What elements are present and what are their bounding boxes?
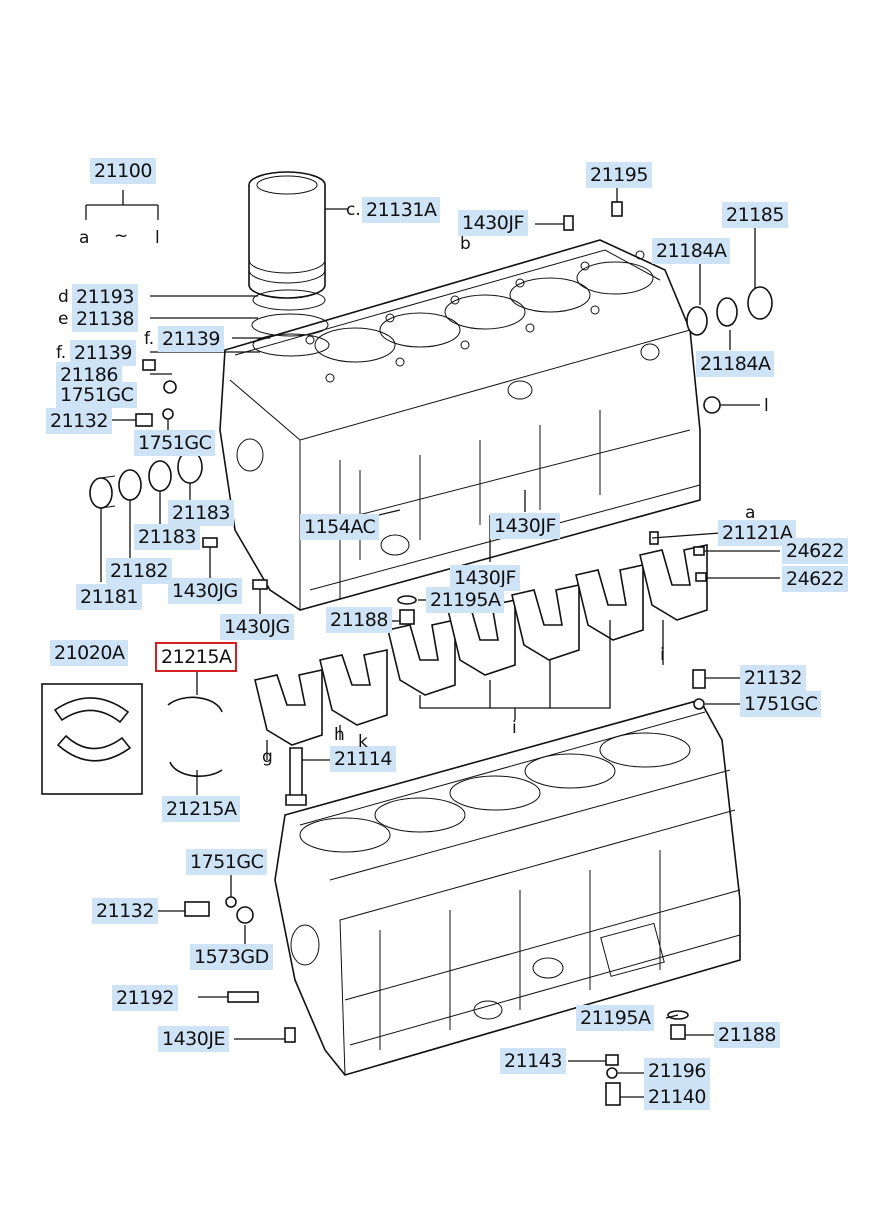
part-label-1430jg-b[interactable]: 1430JG [220,614,294,640]
ref-letter-d: d [58,287,69,307]
part-label-21132-b[interactable]: 21132 [740,665,806,691]
part-label-21195[interactable]: 21195 [586,162,652,188]
part-label-21193[interactable]: 21193 [72,284,138,310]
ref-letter-tilde: ~ [114,226,129,246]
part-label-21182[interactable]: 21182 [106,558,172,584]
part-label-21100[interactable]: 21100 [90,158,156,184]
bearing-shell-box [41,683,143,795]
part-label-1573gd[interactable]: 1573GD [190,944,273,970]
ref-letter-h: h [334,725,345,745]
part-label-21188-a[interactable]: 21188 [326,607,392,633]
part-label-1154ac[interactable]: 1154AC [300,514,380,540]
part-label-21195a-b[interactable]: 21195A [576,1005,655,1031]
part-label-21020a[interactable]: 21020A [50,640,129,666]
part-label-21195a-a[interactable]: 21195A [426,587,505,613]
part-label-24622-a[interactable]: 24622 [782,538,848,564]
part-label-1430jf-a[interactable]: 1430JF [458,210,528,236]
part-label-21139-lower[interactable]: 21139 [70,340,136,366]
part-label-21215a[interactable]: 21215A [162,796,241,822]
part-label-21114[interactable]: 21114 [330,746,396,772]
part-label-21181[interactable]: 21181 [76,584,142,610]
part-label-21143[interactable]: 21143 [500,1048,566,1074]
part-label-21183-b[interactable]: 21183 [134,524,200,550]
ref-letter-e: e [58,309,69,329]
part-label-21140[interactable]: 21140 [644,1084,710,1110]
ref-letter-l: l [155,228,160,248]
ref-letter-l-right: l [764,396,769,416]
part-label-21139-upper[interactable]: 21139 [158,326,224,352]
part-label-21121a[interactable]: 21121A [718,520,797,546]
part-label-21183-a[interactable]: 21183 [168,500,234,526]
part-label-21131a[interactable]: 21131A [362,197,441,223]
ref-letter-a-right: a [745,503,756,523]
part-label-21185[interactable]: 21185 [722,202,788,228]
part-label-21138[interactable]: 21138 [72,306,138,332]
part-label-1430je[interactable]: 1430JE [158,1026,229,1052]
ref-letter-c: c. [346,200,361,220]
part-label-21188-b[interactable]: 21188 [714,1022,780,1048]
part-label-21196[interactable]: 21196 [644,1058,710,1084]
ref-letter-b: b [460,234,471,254]
part-label-1430jf-c[interactable]: 1430JF [450,565,520,591]
main-bearing-caps [254,544,708,806]
part-label-1751gc-b[interactable]: 1751GC [134,430,216,456]
part-label-1751gc-a[interactable]: 1751GC [56,382,138,408]
ref-letter-f-lower: f. [56,343,67,363]
cylinder-liner [248,171,330,357]
part-label-21132-a[interactable]: 21132 [46,408,112,434]
part-label-1430jg-a[interactable]: 1430JG [168,578,242,604]
part-label-21132-c[interactable]: 21132 [92,898,158,924]
part-label-21184a-b[interactable]: 21184A [696,351,775,377]
part-label-21215a-selected[interactable]: 21215A [154,642,238,672]
ref-letter-i-right: i [660,645,665,665]
part-label-21192[interactable]: 21192 [112,985,178,1011]
ref-letter-f-upper: f. [144,329,155,349]
ref-letter-k: k [358,732,368,752]
cam-bushings-left [89,450,203,509]
lower-cylinder-block [274,699,741,1076]
ref-letter-g: g [262,747,273,767]
leader-lines [85,188,780,1098]
part-label-1430jf-b[interactable]: 1430JF [490,513,560,539]
small-hardware [135,201,721,1106]
part-label-1751gc-d[interactable]: 1751GC [186,849,268,875]
part-label-24622-b[interactable]: 24622 [782,566,848,592]
cam-bushings-right [686,286,773,336]
part-label-1751gc-c[interactable]: 1751GC [740,691,822,717]
part-label-21184a-a[interactable]: 21184A [652,238,731,264]
ref-letter-i-bottom: i [512,718,517,738]
ref-letter-a: a [79,228,90,248]
thrust-washers [167,696,223,778]
